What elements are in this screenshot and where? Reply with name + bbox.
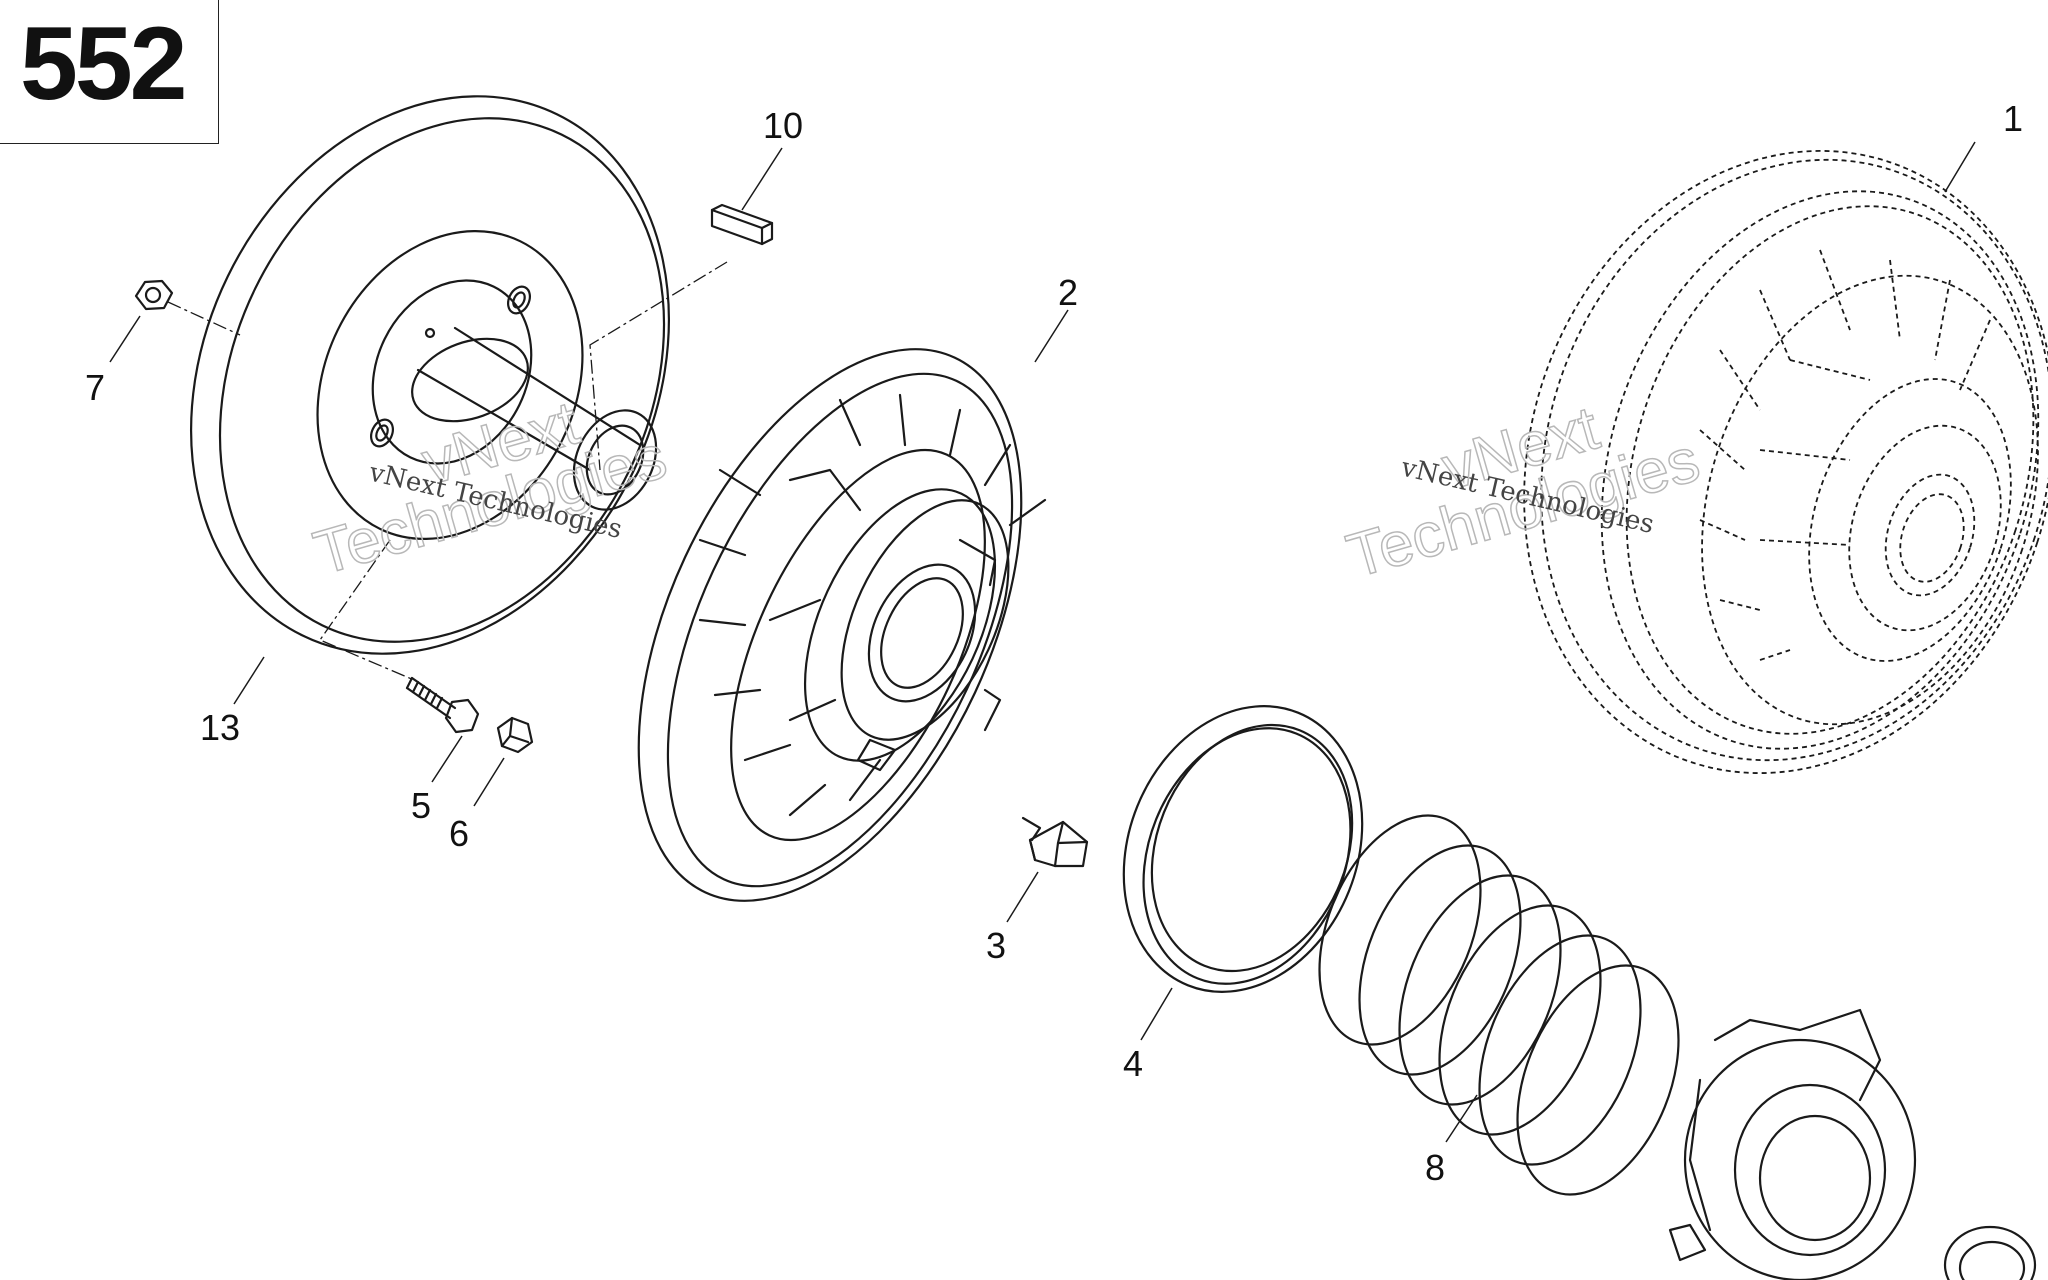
movable-sheave-part-2 <box>637 348 1047 902</box>
screw-part-5 <box>405 676 480 734</box>
page-number-box: 552 <box>0 0 219 144</box>
watermark-left: vNext Technologies vNext Technologies <box>306 388 674 590</box>
ring-part-4 <box>1122 705 1364 993</box>
washer-part <box>1943 1225 2037 1280</box>
spring-part-8 <box>1318 814 1680 1196</box>
callout-7: 7 <box>85 367 105 408</box>
page-number: 552 <box>20 6 188 122</box>
cam-part <box>1668 1008 1917 1280</box>
nut-part-6 <box>496 716 534 754</box>
nut-part-7 <box>134 279 174 311</box>
key-part-10 <box>710 203 774 246</box>
watermark-right: vNext Technologies vNext Technologies <box>1339 393 1707 593</box>
callout-8: 8 <box>1425 1147 1445 1188</box>
callout-6: 6 <box>449 813 469 854</box>
leader-lines <box>109 141 1976 1143</box>
callout-10: 10 <box>763 105 803 146</box>
slider-shoe-part-3 <box>1021 816 1089 868</box>
assembly-center-lines <box>167 261 728 681</box>
fixed-sheave-part-13 <box>190 95 670 655</box>
callout-4: 4 <box>1123 1043 1143 1084</box>
callout-2: 2 <box>1058 272 1078 313</box>
callout-5: 5 <box>411 785 431 826</box>
callout-1: 1 <box>2003 98 2023 139</box>
callout-13: 13 <box>200 707 240 748</box>
callout-3: 3 <box>986 925 1006 966</box>
